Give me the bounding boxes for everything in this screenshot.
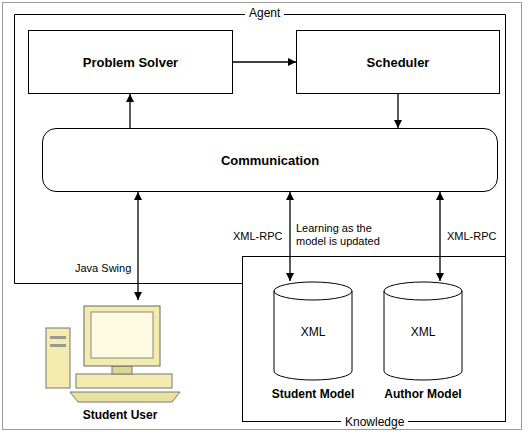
format-label: XML [263,325,363,339]
computer-icon [40,300,200,404]
process-box: Scheduler [296,30,500,94]
edge-label: Java Swing [74,262,132,275]
arrow-connector [397,94,398,128]
box-label: Problem Solver [83,55,178,70]
process-box: Problem Solver [28,30,233,94]
user-label: Student User [40,408,200,422]
arrow-connector [233,61,296,62]
region-title: Knowledge [341,415,408,429]
knowledge-region: KnowledgeXMLStudent ModelXMLAuthor Model [242,256,506,422]
edge-label: XML-RPC [232,230,284,243]
region-title: Agent [245,6,284,20]
model-label: Student Model [263,387,363,401]
agent-region: AgentProblem SolverSchedulerCommunicatio… [14,14,506,284]
database-cylinder: XML Author Model [373,281,473,405]
process-box: Communication [42,128,498,192]
database-cylinder: XML Student Model [263,281,363,405]
arrow-connector [289,192,290,281]
note-label: Learning as the model is updated [296,222,400,248]
edge-label: XML-RPC [446,230,498,243]
format-label: XML [373,325,473,339]
box-label: Scheduler [367,55,430,70]
box-label: Communication [221,153,319,168]
student-computer: Student User [40,300,200,426]
arrow-connector [129,94,130,128]
model-label: Author Model [373,387,473,401]
arrow-connector [439,192,440,281]
